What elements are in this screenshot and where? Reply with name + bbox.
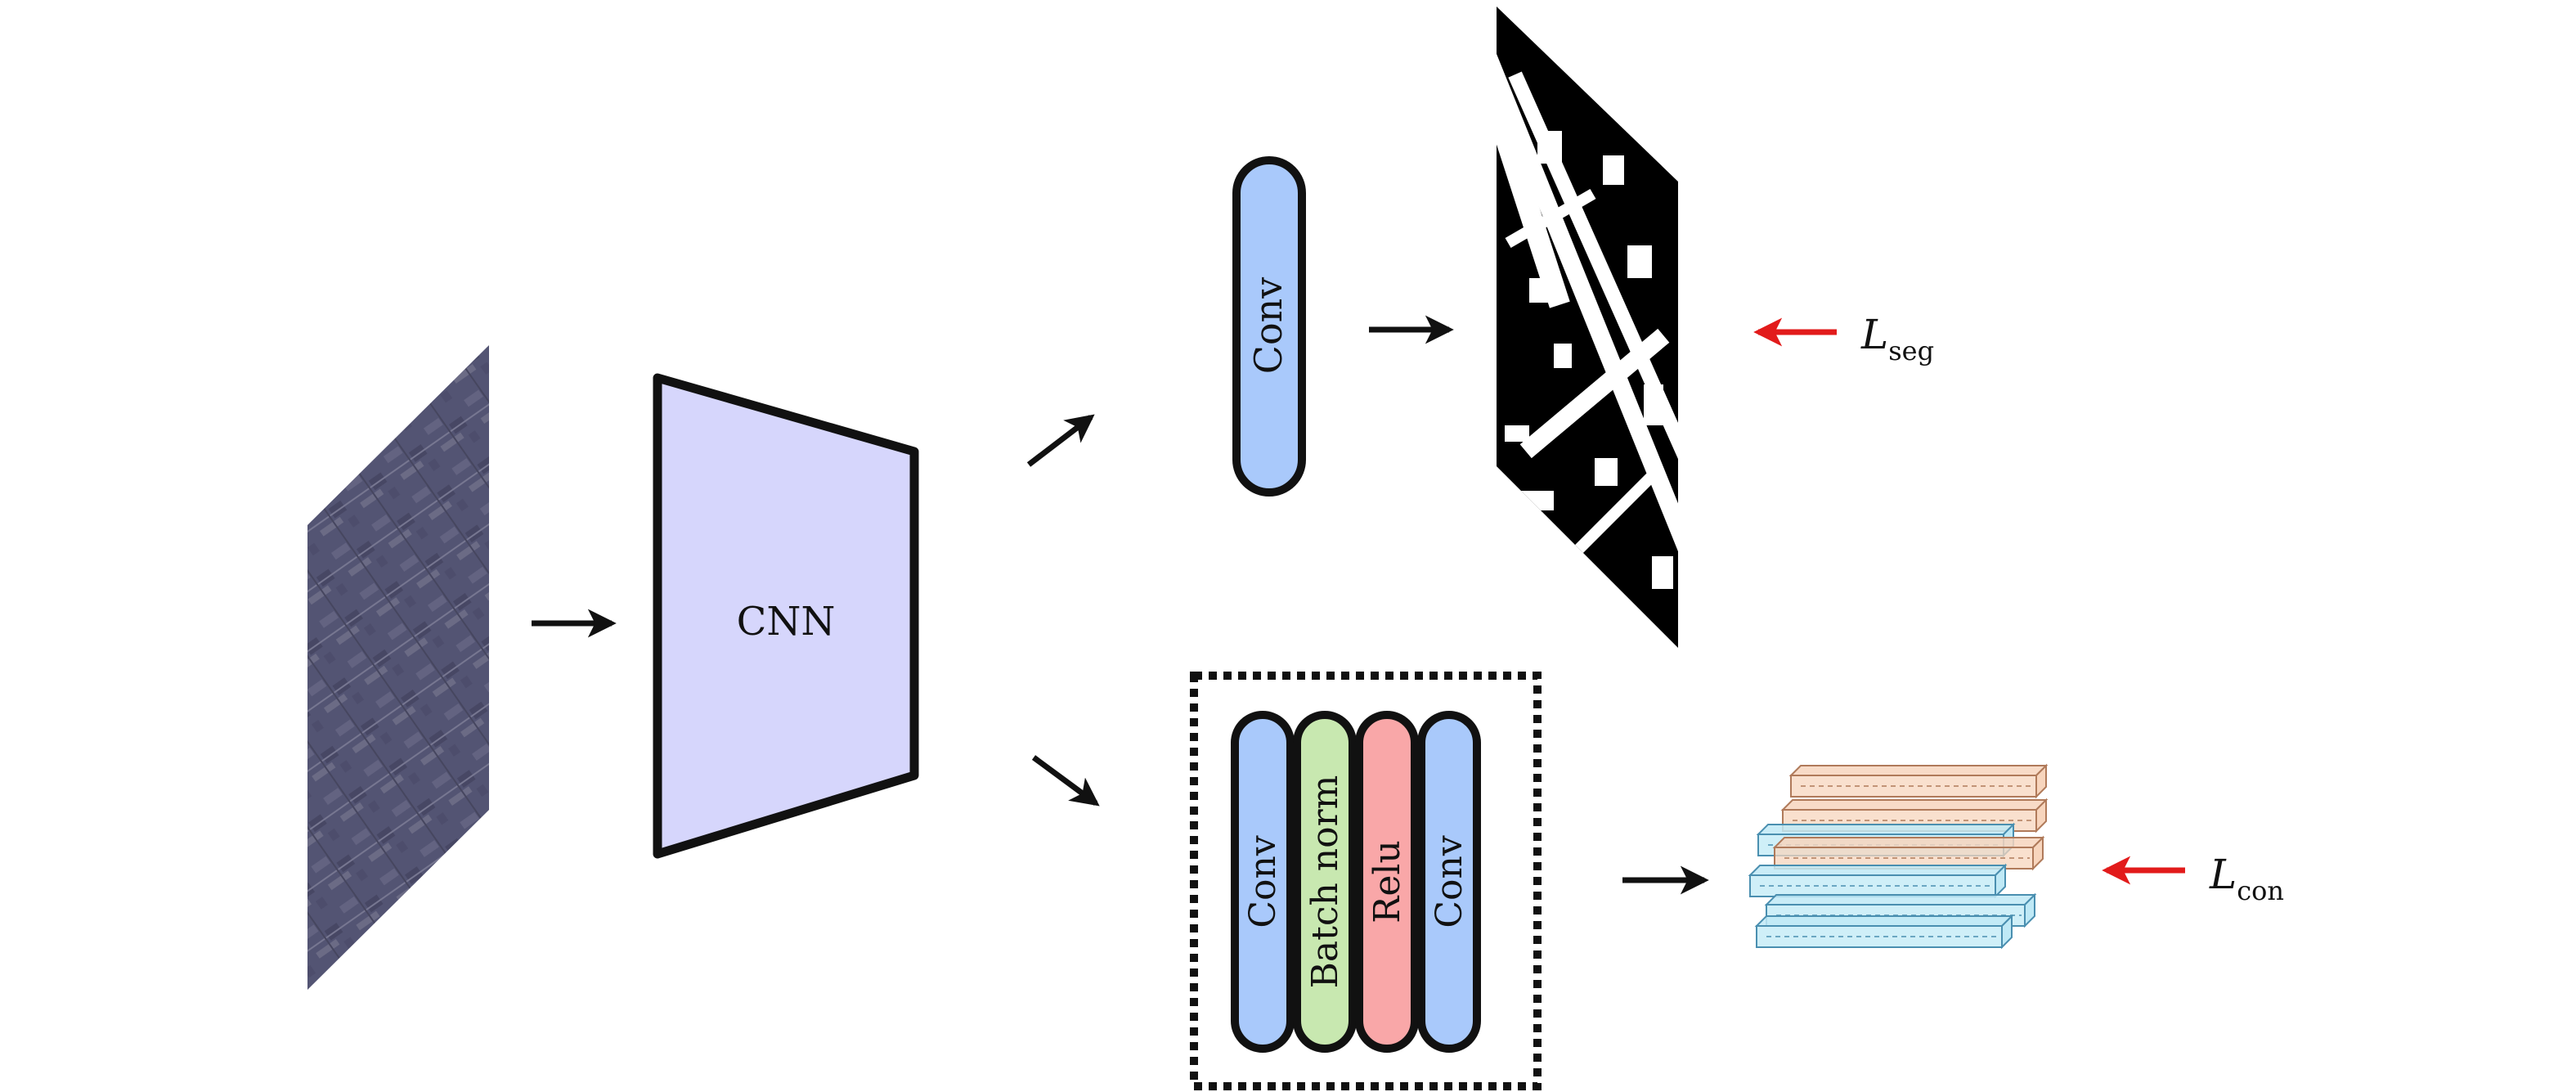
con-layer-1-label: Batch norm — [1304, 775, 1346, 989]
feature-stack-icon — [1748, 763, 2049, 950]
seg-loss-subscript: seg — [1888, 335, 1934, 366]
con-layer-0-label: Conv — [1242, 835, 1284, 928]
feature-bar — [1772, 835, 2045, 871]
feature-bar — [1748, 863, 2008, 899]
cnn-label: CNN — [737, 599, 836, 645]
feature-bar — [1754, 914, 2014, 950]
seg-loss-symbol: L — [1860, 311, 1888, 358]
segmentation-mask-output — [1497, 7, 1678, 648]
seg-loss-label: Lseg — [1860, 311, 1934, 366]
input-satellite-image — [307, 345, 489, 990]
con-layer-2-label: Relu — [1367, 840, 1408, 923]
feature-bar — [1788, 763, 2049, 799]
cnn-block: CNN — [653, 373, 919, 859]
con-loss-symbol: L — [2209, 851, 2237, 898]
con-loss-subscript: con — [2237, 875, 2284, 906]
seg-conv-layer: Conv — [1232, 156, 1306, 497]
con-layer-stack: Conv Batch norm Relu Conv — [1231, 711, 1481, 1053]
segmentation-mask-icon — [1497, 7, 1678, 648]
con-layer-0-conv — [1231, 711, 1295, 1053]
satellite-image-icon — [307, 345, 489, 990]
con-layer-1-batchnorm — [1293, 711, 1357, 1053]
con-loss: Lcon — [2102, 851, 2284, 906]
con-layer-3-conv — [1417, 711, 1481, 1053]
con-loss-label: Lcon — [2209, 851, 2284, 906]
arrow-cnn-to-seg-branch — [1026, 414, 1095, 467]
con-layer-3-label: Conv — [1429, 835, 1470, 928]
seg-conv-label: Conv — [1246, 277, 1290, 375]
seg-loss: Lseg — [1753, 311, 1934, 366]
con-layer-2-relu — [1355, 711, 1419, 1053]
con-branch-dotted-frame — [1190, 672, 1542, 1090]
arrow-cnn-to-con-branch — [1031, 755, 1100, 807]
con-branch-block: Conv Batch norm Relu Conv — [1190, 672, 1542, 1090]
